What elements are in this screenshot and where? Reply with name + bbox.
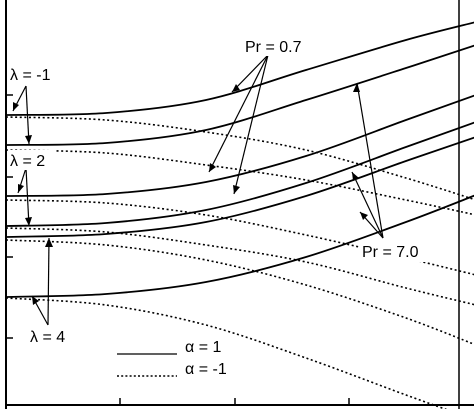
arrow-pr-high-2: [351, 171, 384, 239]
series-line-solid-5: [5, 194, 474, 298]
arrowhead: [45, 238, 53, 247]
label-backdrop: [243, 36, 313, 56]
series-line-dotted-8: [5, 199, 474, 276]
arrowhead: [360, 212, 368, 220]
series-line-dotted-7: [5, 149, 474, 216]
label-backdrop: [8, 150, 56, 170]
arrow-lambda-c-1: [47, 237, 50, 326]
series-line-solid-1: [5, 44, 474, 146]
arrowheads: [13, 83, 368, 305]
arrow-lambda-a-2: [25, 85, 30, 145]
annotation-arrows: [12, 54, 384, 326]
arrow-pr-high-1: [356, 82, 384, 239]
arrowhead: [13, 102, 19, 111]
series-line-dotted-6: [5, 116, 474, 201]
arrow-lambda-b-2: [25, 167, 30, 227]
legend-label-solid: α = 1: [185, 339, 221, 356]
arrowhead: [353, 83, 360, 92]
arrowhead: [209, 163, 216, 172]
arrowhead: [352, 172, 359, 181]
arrowhead: [233, 185, 240, 194]
y-ticks: [6, 94, 13, 339]
legend: α = 1 α = -1: [117, 339, 227, 378]
arrow-pr-low-2: [208, 54, 269, 173]
arrow-pr-low-3: [233, 54, 269, 195]
legend-label-dotted: α = -1: [185, 361, 227, 378]
arrowhead: [18, 184, 24, 193]
label-lambda-a: λ = -1: [10, 67, 51, 84]
arrowhead: [232, 84, 240, 92]
label-pr-high: Pr = 7.0: [362, 244, 419, 261]
series-line-solid-0: [5, 21, 474, 116]
label-pr-low: Pr = 0.7: [245, 39, 302, 56]
x-ticks: [119, 398, 350, 405]
label-lambda-c: λ = 4: [30, 329, 65, 346]
arrowhead: [25, 135, 32, 144]
series-line-solid-2: [5, 94, 474, 197]
label-lambda-b: λ = 2: [10, 153, 45, 170]
series-line-solid-3: [5, 121, 474, 227]
arrowhead: [32, 296, 39, 305]
series-line-dotted-11: [5, 297, 448, 409]
series-line-dotted-10: [5, 239, 474, 346]
label-backdrop: [28, 326, 78, 346]
label-backdrop: [360, 240, 430, 262]
series-line-solid-4: [5, 136, 474, 238]
label-backdrop: [8, 64, 58, 84]
arrow-pr-low-1: [231, 54, 269, 93]
series-group: [5, 21, 474, 409]
series-line-dotted-9: [5, 227, 474, 306]
arrowhead: [25, 217, 32, 226]
